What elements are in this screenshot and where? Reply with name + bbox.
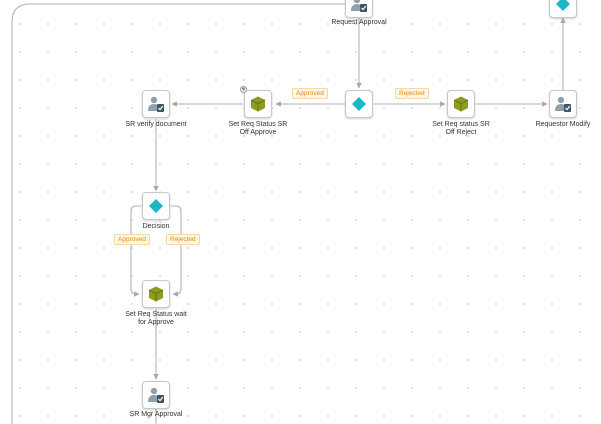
sr-mgr-approval-label: SR Mgr Approval (129, 411, 183, 418)
decision-rejected-tag: Rejected (166, 234, 200, 245)
main-decision-node[interactable] (345, 90, 373, 118)
approved-tag: Approved (292, 88, 328, 99)
task-box-icon (148, 286, 164, 302)
sr-verify-document-label: SR verify document (125, 121, 187, 128)
set-req-status-off-reject-label-line1: Set Req status SR (432, 121, 490, 128)
set-req-status-wait-label-line2: for Approve (138, 319, 174, 326)
loop-connector (11, 3, 345, 424)
request-approval-node[interactable] (345, 0, 373, 18)
top-right-decision-node[interactable] (549, 0, 577, 18)
sr-verify-document-node[interactable] (142, 90, 170, 118)
decision-diamond-icon (149, 199, 163, 213)
task-box-icon (453, 96, 469, 112)
user-approval-icon (351, 0, 367, 12)
filter-marker-icon (240, 86, 247, 93)
requestor-modify-label: Requestor Modify (535, 121, 591, 128)
set-req-status-off-approve-node[interactable] (244, 90, 272, 118)
set-req-status-off-reject-label-line2: Off Reject (445, 129, 477, 136)
requestor-modify-node[interactable] (549, 90, 577, 118)
user-approval-icon (555, 96, 571, 112)
decision-node[interactable] (142, 192, 170, 220)
set-req-status-off-approve-label-line1: Set Req Status SR (228, 121, 288, 128)
edge-decision-rejected-branch (171, 205, 182, 297)
edge-decision-approved-branch (130, 205, 141, 297)
user-approval-icon (148, 96, 164, 112)
decision-label: Decision (142, 223, 170, 230)
user-approval-icon (148, 387, 164, 403)
decision-diamond-icon (556, 0, 570, 11)
request-approval-label: Request Approval (331, 19, 387, 26)
rejected-tag: Rejected (395, 88, 429, 99)
set-req-status-off-approve-label-line2: Off Approve (239, 129, 277, 136)
set-req-status-wait-node[interactable] (142, 280, 170, 308)
task-box-icon (250, 96, 266, 112)
set-req-status-wait-label-line1: Set Req Status wait (125, 311, 187, 318)
sr-mgr-approval-node[interactable] (142, 381, 170, 409)
set-req-status-off-reject-node[interactable] (447, 90, 475, 118)
decision-approved-tag: Approved (114, 234, 150, 245)
decision-diamond-icon (352, 97, 366, 111)
